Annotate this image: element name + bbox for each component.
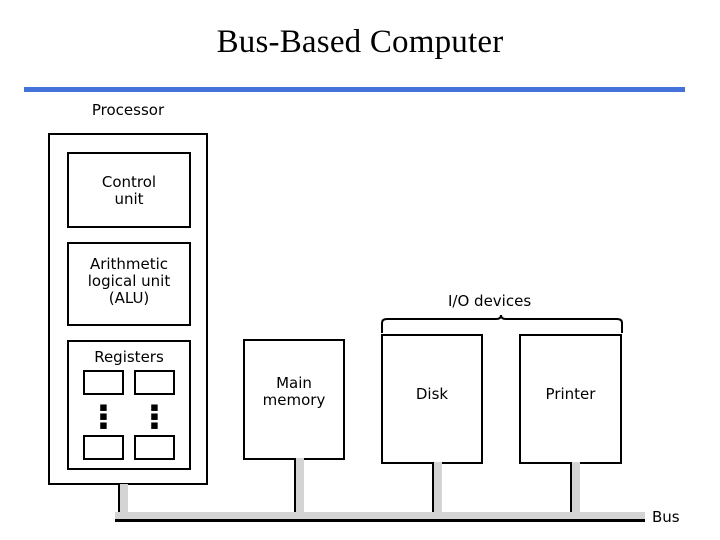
disk-box: Disk xyxy=(381,334,483,464)
register-cell xyxy=(83,435,124,460)
main-memory-bus-connector xyxy=(294,458,304,514)
alu-label: Arithmetic logical unit (ALU) xyxy=(87,255,171,307)
bus-label: Bus xyxy=(652,508,680,526)
printer-box: Printer xyxy=(519,334,622,464)
register-cell xyxy=(83,370,124,395)
register-ellipsis: ▪▪▪ xyxy=(150,400,159,433)
registers-box: Registers ▪▪▪ ▪▪▪ xyxy=(67,340,191,470)
registers-label: Registers xyxy=(94,348,164,366)
printer-label: Printer xyxy=(545,385,596,403)
io-devices-brace xyxy=(381,314,623,333)
disk-bus-connector xyxy=(432,462,442,514)
page-title: Bus-Based Computer xyxy=(216,24,504,60)
register-cell xyxy=(134,435,175,460)
title-divider xyxy=(24,87,685,92)
disk-label: Disk xyxy=(415,385,449,403)
register-cell xyxy=(134,370,175,395)
main-memory-label: Main memory xyxy=(262,374,326,409)
printer-bus-connector xyxy=(570,462,580,514)
system-bus xyxy=(115,512,645,522)
control-unit-box: Control unit xyxy=(67,152,191,228)
register-ellipsis: ▪▪▪ xyxy=(99,400,108,433)
alu-box: Arithmetic logical unit (ALU) xyxy=(67,242,191,326)
processor-label: Processor xyxy=(91,101,165,119)
processor-box: Control unit Arithmetic logical unit (AL… xyxy=(48,133,208,485)
main-memory-box: Main memory xyxy=(243,339,345,460)
io-devices-label: I/O devices xyxy=(448,292,532,310)
control-unit-label: Control unit xyxy=(101,173,157,208)
processor-bus-connector xyxy=(118,484,128,514)
